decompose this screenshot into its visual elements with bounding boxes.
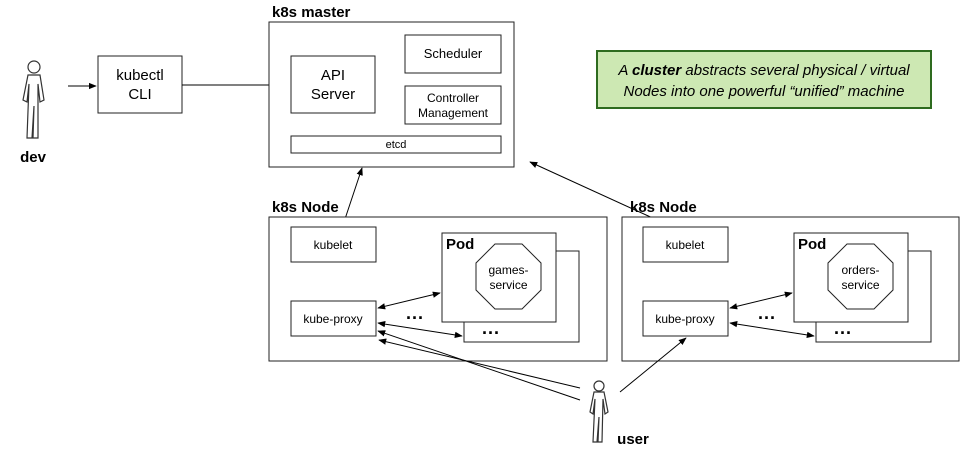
scheduler-label: Scheduler	[424, 46, 483, 61]
left-kube-proxy-label: kube-proxy	[303, 312, 362, 326]
right-kube-proxy-box	[642, 300, 729, 337]
right-proxy-back-pod-arrow	[729, 320, 815, 339]
right-node-title: k8s Node	[630, 199, 697, 216]
right-pod-back-ellipsis: ...	[834, 318, 852, 338]
cluster-note-box	[596, 50, 932, 109]
left-service-label-2: service	[489, 278, 527, 292]
dev-label: dev	[20, 149, 47, 166]
user-to-right-proxy-arrow	[619, 337, 687, 393]
etcd-label: etcd	[386, 139, 407, 151]
etcd-box	[290, 135, 502, 154]
left-pod-ellipsis: ...	[406, 303, 424, 323]
management-label: Management	[418, 106, 489, 120]
left-node-title: k8s Node	[272, 199, 339, 216]
scheduler-box	[404, 34, 502, 74]
left-kubelet-label: kubelet	[314, 238, 353, 252]
right-proxy-pod-arrow	[729, 291, 793, 310]
left-proxy-back-pod-arrow	[377, 320, 463, 339]
left-service-label-1: games-	[488, 263, 528, 277]
master-title: k8s master	[272, 4, 351, 21]
kubectl-label: kubectl	[116, 67, 164, 84]
right-kubelet-box	[642, 226, 729, 263]
user-person-icon	[589, 380, 609, 443]
user-to-left-proxy-arrow-2	[378, 338, 581, 389]
right-kubelet-label: kubelet	[666, 238, 705, 252]
left-kubelet-box	[290, 226, 377, 263]
right-service-label-2: service	[841, 278, 879, 292]
left-kube-proxy-box	[290, 300, 377, 337]
master-right-node-arrow	[529, 161, 669, 226]
kubectl-cli-box	[97, 55, 183, 114]
left-proxy-pod-arrow	[377, 291, 441, 310]
api-server-box	[290, 55, 376, 114]
user-label: user	[617, 431, 649, 448]
server-label: Server	[311, 86, 355, 103]
note-line2: Nodes into one powerful “unified” machin…	[624, 83, 905, 100]
right-service-label-1: orders-	[841, 263, 879, 277]
note-line1: A cluster abstracts several physical / v…	[617, 62, 910, 79]
api-label: API	[321, 67, 345, 84]
right-kube-proxy-label: kube-proxy	[655, 312, 714, 326]
right-pod-title: Pod	[798, 236, 826, 253]
left-service-octagon-icon	[475, 243, 542, 310]
controller-management-box	[404, 85, 502, 125]
dev-person-icon	[22, 60, 45, 139]
user-to-left-proxy-arrow-1	[377, 330, 581, 401]
kubectl-cli-label: CLI	[128, 86, 151, 103]
right-pod-ellipsis: ...	[758, 303, 776, 323]
left-pod-back-ellipsis: ...	[482, 318, 500, 338]
controller-label: Controller	[427, 91, 479, 105]
right-service-octagon-icon	[827, 243, 894, 310]
master-left-node-arrow	[342, 167, 363, 226]
left-pod-title: Pod	[446, 236, 474, 253]
